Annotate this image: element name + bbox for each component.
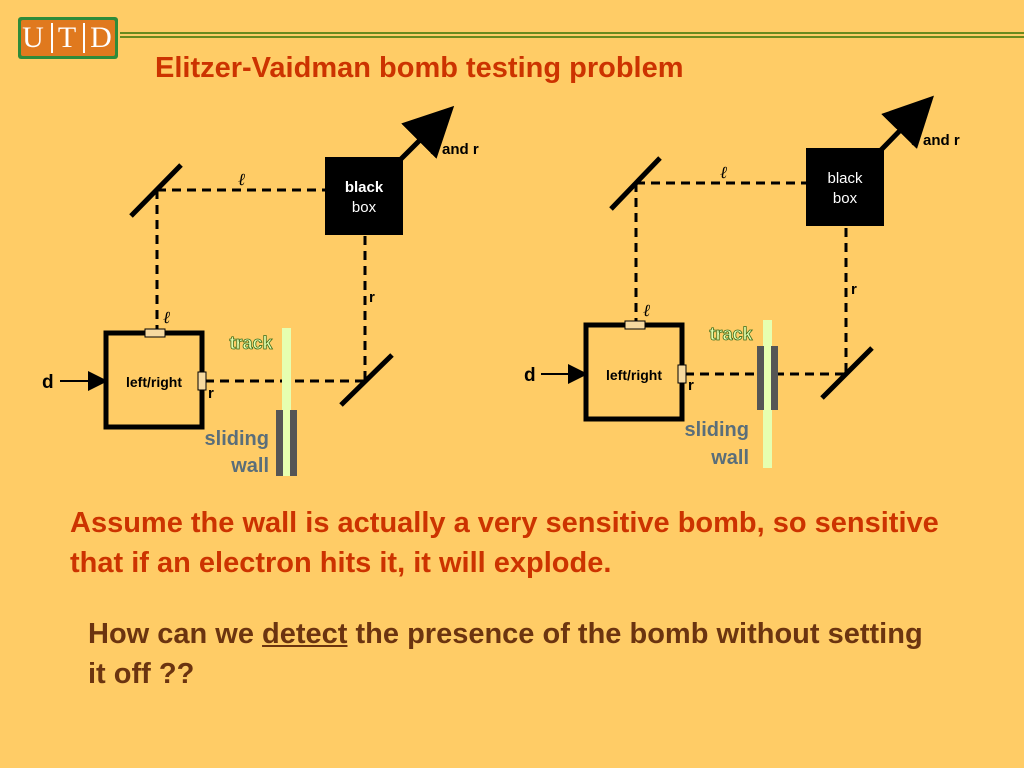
sliding-wall-right: [290, 410, 297, 476]
track-bar: [763, 320, 772, 468]
sliding-wall-left: [757, 346, 764, 410]
source-label: d: [524, 365, 536, 386]
path-label-l-top: ℓ: [238, 170, 245, 189]
logo-divider: [50, 23, 53, 53]
switch-port-right: [677, 364, 687, 384]
mirror-bottom-right: [820, 346, 874, 400]
logo-letter-t: T: [57, 21, 79, 54]
slide-title: Elitzer-Vaidman bomb testing problem: [155, 52, 684, 84]
switch-port-top: [624, 320, 646, 330]
detection-question-text: How can we detect the presence of the bo…: [88, 614, 938, 694]
interferometer-diagrams: black box ℓ and r ℓ ℓ r r left/right d t…: [42, 95, 960, 477]
output-arrow: [879, 95, 934, 152]
sliding-wall-right: [771, 346, 778, 410]
wall-label-1: sliding: [685, 419, 749, 441]
mirror-bottom-right: [339, 353, 394, 407]
logo-divider: [83, 23, 86, 53]
black-box-label-1: black: [345, 179, 384, 196]
track-label: track: [229, 333, 273, 353]
black-box-label-2: box: [833, 190, 858, 207]
switch-port-right: [197, 371, 207, 391]
path-label-r-bottom: r: [208, 385, 214, 402]
track-bar: [282, 328, 291, 476]
sliding-wall-left: [276, 410, 283, 476]
path-label-r-side: r: [851, 281, 857, 298]
bomb-assumption-text: Assume the wall is actually a very sensi…: [70, 507, 939, 579]
diagram-left: black box ℓ and r ℓ ℓ r r left/right d t…: [42, 105, 479, 477]
output-label-ell: ℓ: [910, 132, 917, 149]
wall-label-2: wall: [230, 455, 269, 477]
mirror-top-left: [609, 156, 662, 211]
logo-letter-d: D: [90, 21, 114, 54]
header-rule-bottom: [120, 36, 1024, 38]
path-label-r-side: r: [369, 289, 375, 306]
mirror-top-left: [129, 163, 183, 218]
switch-port-top: [144, 328, 166, 338]
path-label-l-side: ℓ: [163, 308, 170, 327]
wall-label-2: wall: [710, 447, 749, 469]
switch-label: left/right: [606, 367, 662, 383]
black-box-label-1: black: [827, 170, 863, 187]
output-label: and r: [442, 141, 479, 158]
path-label-l-side: ℓ: [643, 301, 650, 320]
output-arrow: [398, 105, 455, 162]
track-label: track: [709, 324, 753, 344]
output-label-ell: ℓ: [429, 141, 436, 158]
wall-label-1: sliding: [205, 428, 269, 450]
diagram-right: black box ℓ and r ℓ ℓ r r left/right d t…: [524, 95, 960, 469]
path-label-l-top: ℓ: [720, 163, 727, 182]
source-label: d: [42, 372, 54, 393]
switch-label: left/right: [126, 374, 182, 390]
question-part-1: How can we: [88, 618, 263, 650]
path-label-r-bottom: r: [688, 377, 694, 394]
header-rule-top: [120, 32, 1024, 34]
output-label: and r: [923, 132, 960, 149]
question-underlined-detect: detect: [262, 618, 348, 650]
black-box: [806, 148, 884, 226]
black-box-label-2: box: [352, 199, 377, 216]
question-part-2: the presence of the bomb without setting…: [88, 618, 923, 690]
black-box: [325, 157, 403, 235]
logo-letter-u: U: [22, 21, 46, 54]
